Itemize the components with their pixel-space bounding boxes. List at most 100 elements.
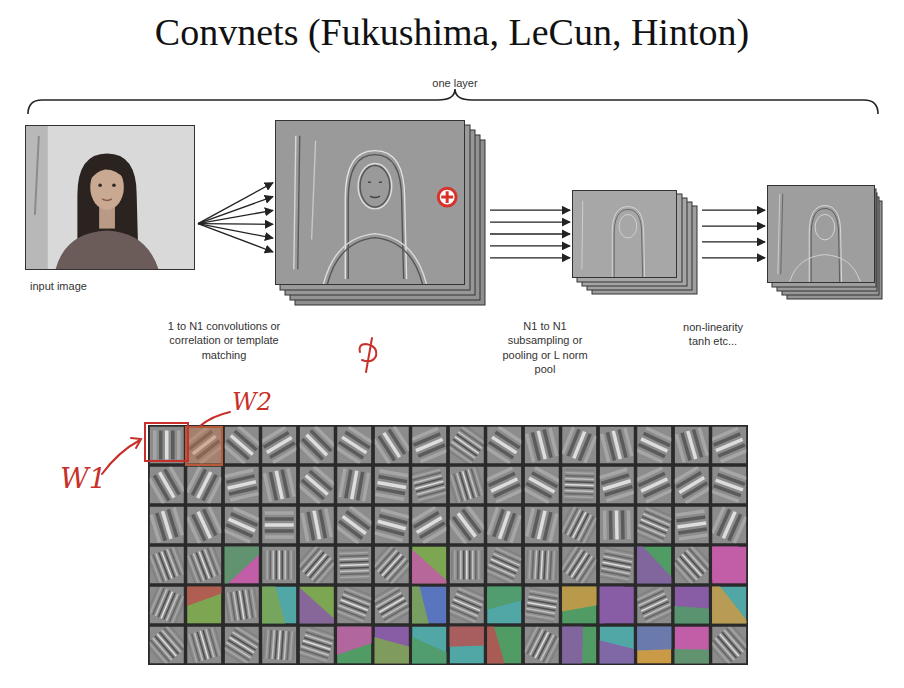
filter-stripe — [288, 468, 294, 496]
filter-stripe — [600, 577, 628, 583]
filter-stripe — [380, 471, 409, 476]
filter-fill — [675, 547, 709, 584]
filter-stripe — [678, 558, 697, 580]
filter-stripe — [605, 548, 633, 554]
filter-stripe — [604, 553, 632, 559]
stage-caption: non-linearity tanh etc... — [674, 320, 752, 349]
filter-stripe — [682, 554, 701, 576]
filter-stripes — [604, 510, 629, 539]
filter-stripe — [495, 551, 521, 563]
filter-fill — [562, 587, 596, 624]
connector-line — [198, 223, 273, 225]
stage-caption: 1 to N1 convolutions or correlation or t… — [149, 319, 299, 362]
filter-stripes — [488, 507, 520, 542]
filter-stripe — [391, 562, 410, 584]
filter-fill — [712, 467, 746, 504]
filter-cell — [525, 547, 559, 584]
filter-stripe — [393, 564, 412, 586]
filter-fill — [300, 627, 334, 664]
filter-stripe — [276, 471, 282, 499]
filter-stripe — [264, 551, 266, 580]
filter-stripe — [475, 551, 477, 580]
feature-map-picture — [26, 126, 194, 269]
filter-stripe — [312, 558, 331, 580]
filter-cell — [672, 509, 749, 592]
filter-stripe — [300, 548, 319, 570]
filter-stripes — [146, 624, 188, 666]
filter-cell — [336, 427, 373, 464]
filter-stripes — [708, 624, 750, 666]
layer-label: one layer — [432, 77, 477, 89]
filter-stripe — [276, 551, 278, 580]
filter-stripe — [647, 612, 673, 624]
filter-stripe — [457, 551, 459, 580]
filter-fill — [412, 627, 446, 664]
filter-fill — [712, 547, 746, 584]
filter-cell — [296, 544, 338, 586]
filter-stripe — [279, 551, 281, 580]
stage-caption: N1 to N1 subsampling or pooling or L nor… — [497, 319, 593, 376]
filter-stripe — [486, 447, 510, 463]
filter-stripe — [559, 505, 572, 531]
filter-tint — [600, 627, 634, 664]
filter-stripe — [169, 624, 188, 646]
filter-stripe — [493, 554, 519, 566]
filter-fill — [375, 467, 409, 504]
filter-fill — [150, 587, 184, 624]
filter-stripes — [559, 505, 599, 544]
filter-stripe — [340, 579, 369, 580]
filter-stripes — [411, 467, 447, 503]
filter-stripes — [676, 428, 707, 462]
filter-stripes — [522, 625, 562, 664]
filter-stripe — [307, 554, 326, 576]
filter-stripe — [288, 551, 290, 580]
filter-stripes — [149, 466, 184, 503]
filter-stripe — [339, 555, 368, 556]
filter-stripe — [293, 632, 295, 661]
filter-stripe — [541, 551, 543, 580]
filter-stripe — [294, 551, 296, 580]
filter-stripe — [641, 439, 667, 451]
filter-stripe — [646, 428, 672, 440]
filter-fill — [675, 627, 709, 664]
filter-fill — [600, 507, 634, 544]
filter-stripe — [378, 550, 397, 572]
filter-fill — [262, 467, 296, 504]
filter-stripe — [265, 523, 294, 527]
filter-fill — [187, 587, 221, 624]
filter-stripe — [298, 655, 326, 664]
connector-line — [702, 241, 765, 242]
filter-cell — [223, 426, 261, 463]
filter-stripe — [615, 511, 619, 540]
filter-stripe — [585, 436, 596, 463]
filter-stripes — [375, 471, 408, 500]
filter-stripe — [165, 431, 169, 460]
filter-tint — [412, 627, 446, 664]
filter-stripes — [155, 431, 179, 460]
filter-fill — [337, 627, 371, 664]
filter-stripes — [185, 546, 223, 584]
filter-stripe — [564, 499, 593, 500]
connector-line — [490, 233, 570, 234]
filter-stripe — [680, 556, 699, 578]
filter-stripe — [198, 472, 211, 498]
filter-stripe — [603, 511, 607, 540]
filter-stripe — [380, 552, 399, 574]
filter-stripe — [564, 496, 593, 497]
filter-stripes — [265, 513, 294, 537]
filter-stripes — [223, 426, 261, 463]
filter-cell — [261, 427, 298, 464]
filter-stripe — [282, 551, 284, 580]
filter-stripe — [185, 557, 195, 584]
filter-cell — [150, 507, 184, 544]
filter-stripe — [565, 478, 594, 479]
filter-stripe — [525, 617, 554, 622]
filter-stripe — [320, 510, 326, 538]
filter-stripe — [565, 481, 594, 482]
filter-stripe — [263, 629, 265, 658]
filter-fill — [525, 587, 559, 624]
filter-stripes — [335, 507, 373, 544]
filter-stripes — [296, 544, 338, 586]
filter-stripe — [600, 574, 628, 580]
